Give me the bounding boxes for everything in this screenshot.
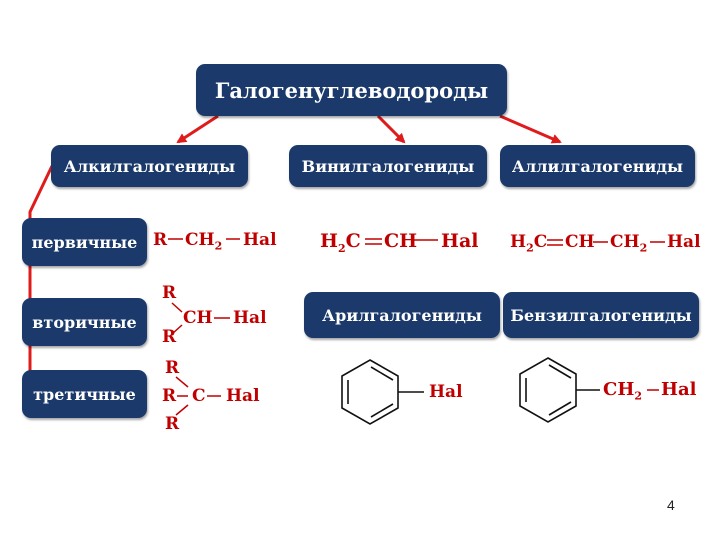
category-alkyl: Алкилгалогениды — [51, 145, 248, 187]
subtype-secondary: вторичные — [22, 298, 147, 346]
category-benzyl: Бензилгалогениды — [503, 292, 699, 338]
formula-tertiary-r1: R — [165, 358, 180, 378]
arrow-to-alkyl — [176, 114, 219, 144]
formula-allyl-ch2: CH2 — [610, 232, 648, 255]
formula-allyl-h2c: H2C — [510, 232, 548, 255]
arrow-to-vinyl — [376, 114, 406, 144]
bond-secondary-r2 — [171, 324, 183, 335]
benzene-ring-benzyl — [519, 357, 577, 423]
formula-vinyl-ch: CH — [384, 230, 418, 252]
formula-primary-r: R — [153, 230, 168, 250]
formula-allyl-hal: Hal — [667, 232, 701, 252]
formula-secondary-r1: R — [162, 283, 177, 303]
bond-secondary-r1 — [171, 302, 183, 313]
formula-tertiary-hal: Hal — [226, 386, 260, 406]
formula-secondary-r2: R — [162, 327, 177, 347]
bond-tertiary-r3 — [175, 404, 189, 416]
page-number: 4 — [667, 497, 675, 513]
formula-vinyl-hal: Hal — [441, 230, 479, 252]
formula-tertiary-r3: R — [165, 414, 180, 434]
subtype-primary: первичные — [22, 218, 147, 266]
subtype-tertiary: третичные — [22, 370, 147, 418]
formula-aryl-hal: Hal — [429, 382, 463, 402]
formula-tertiary-r2: R — [162, 386, 177, 406]
bond-tertiary-r1 — [175, 376, 189, 388]
formula-secondary-hal: Hal — [233, 308, 267, 328]
category-vinyl: Винилгалогениды — [289, 145, 487, 187]
category-aryl: Арилгалогениды — [304, 292, 500, 338]
benzene-ring-aryl — [341, 359, 399, 425]
formula-primary-ch2: CH2 — [185, 230, 223, 253]
formula-benzyl-hal: Hal — [661, 379, 697, 400]
formula-benzyl-ch2: CH2 — [603, 379, 642, 403]
formula-vinyl-h2c: H2C — [320, 230, 361, 255]
formula-allyl-ch: CH — [565, 232, 595, 252]
root-box-title: Галогенуглеводороды — [196, 64, 507, 116]
formula-primary-hal: Hal — [243, 230, 277, 250]
formula-tertiary-c: C — [192, 386, 206, 406]
category-allyl: Аллилгалогениды — [500, 145, 695, 187]
alkyl-bracket-line — [28, 165, 54, 392]
formula-secondary-ch: CH — [183, 308, 213, 328]
arrow-to-allyl — [499, 114, 562, 144]
